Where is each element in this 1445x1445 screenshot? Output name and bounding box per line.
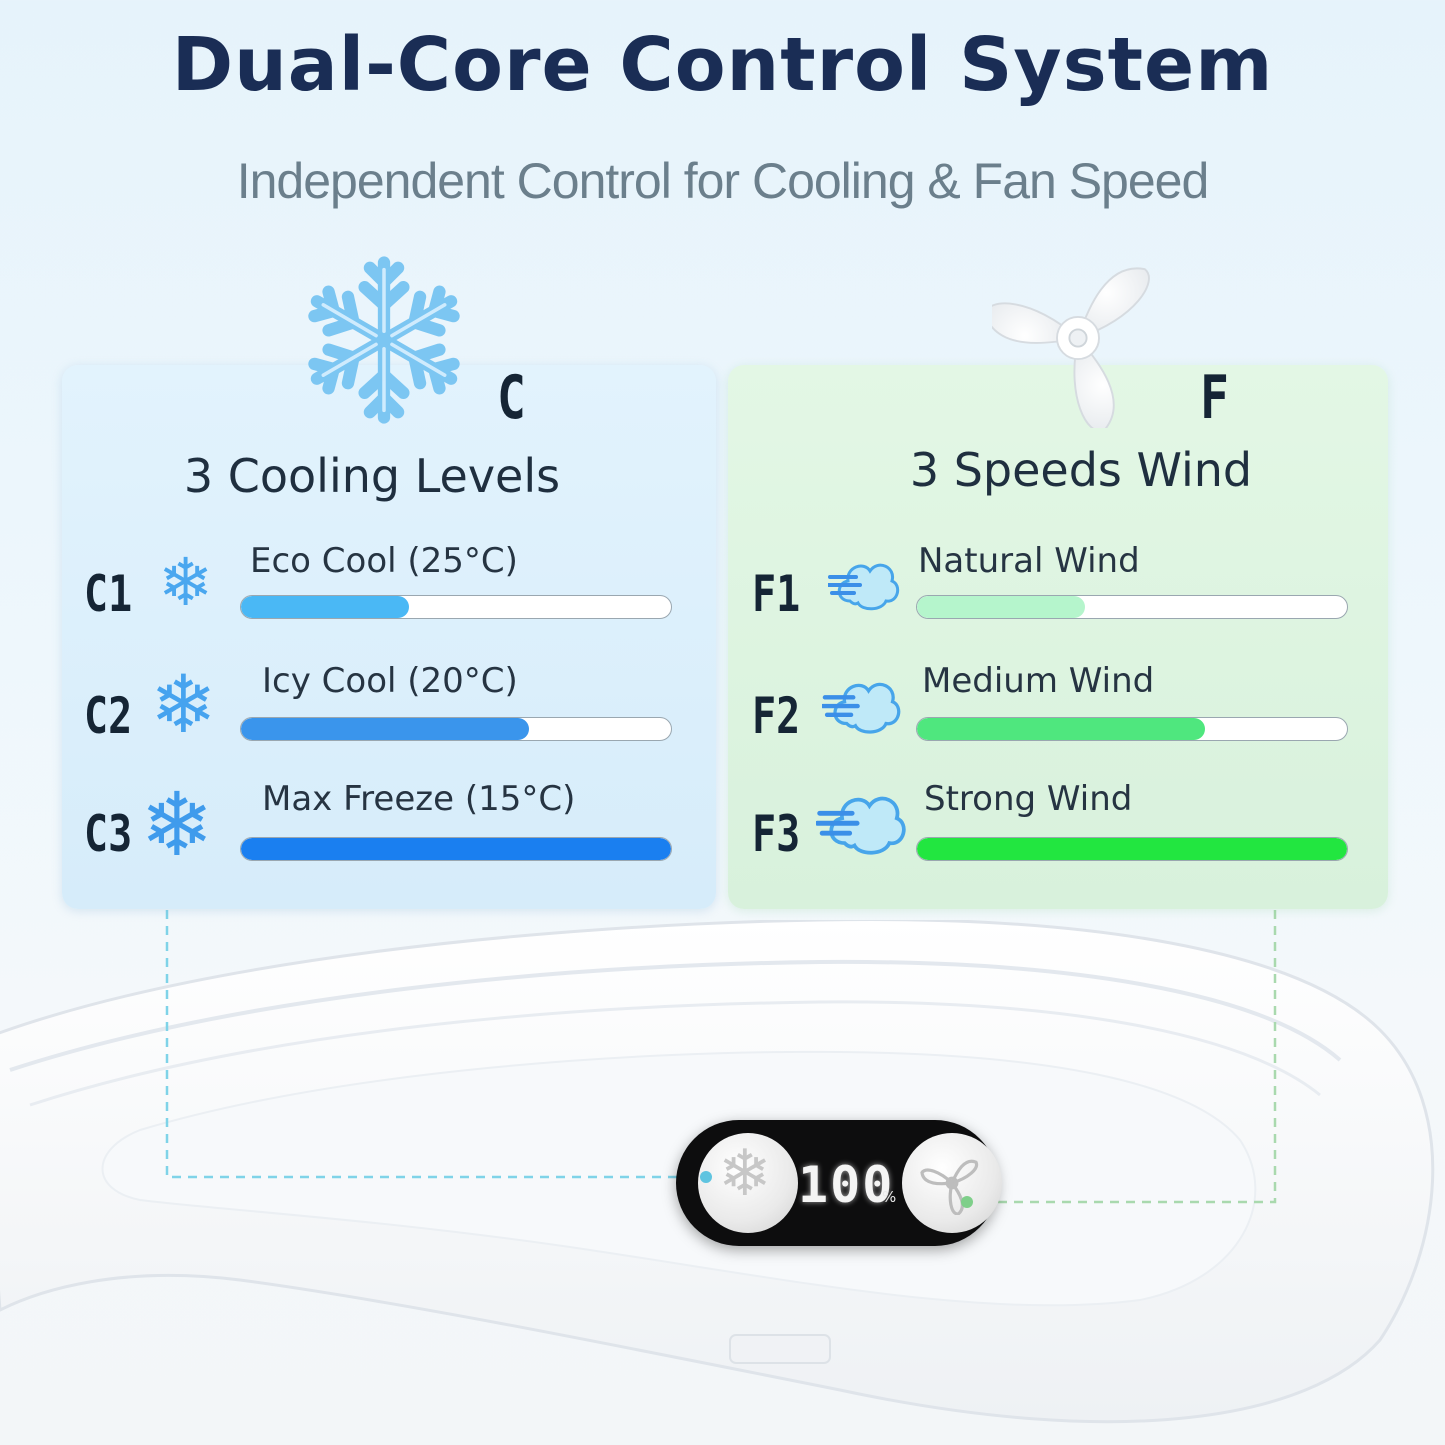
- wind-speeds-panel: F 3 Speeds Wind F1 Natural Wind F2 Mediu…: [728, 363, 1388, 909]
- cooling-level-row: C1 ❄ Eco Cool (25°C): [84, 541, 704, 623]
- cooling-panel-title: 3 Cooling Levels: [183, 449, 561, 503]
- cooling-levels-panel: C 3 Cooling Levels C1 ❄ Eco Cool (25°C) …: [62, 363, 716, 909]
- display-readout: 100: [798, 1156, 895, 1214]
- level-code: C3: [84, 805, 133, 863]
- wind-level-bar: [916, 837, 1348, 861]
- display-unit: %: [882, 1188, 897, 1206]
- cooling-level-bar: [240, 595, 672, 619]
- wind-connector-dot: [961, 1196, 973, 1208]
- cooling-level-row: C2 ❄ Icy Cool (20°C): [84, 661, 704, 745]
- wind-level-bar: [916, 717, 1348, 741]
- level-label: Medium Wind: [922, 661, 1155, 701]
- page-title: Dual-Core Control System: [171, 22, 1274, 108]
- wind-bar-fill: [917, 718, 1206, 740]
- cooling-connector-dot: [700, 1171, 712, 1183]
- cooling-bar-fill: [241, 596, 409, 618]
- wind-cloud-icon: [822, 682, 901, 734]
- level-label: Natural Wind: [918, 541, 1140, 581]
- control-panel: ❄ 100 %: [676, 1120, 1002, 1246]
- snowflake-icon: ❄: [140, 775, 214, 874]
- level-label: Strong Wind: [924, 779, 1133, 819]
- wind-bar-fill: [917, 838, 1347, 860]
- wind-cloud-icon: [816, 796, 906, 855]
- wind-level-row: F2 Medium Wind: [752, 661, 1372, 745]
- cooling-bar-fill: [241, 718, 530, 740]
- level-label: Eco Cool (25°C): [250, 541, 518, 581]
- level-code: F1: [752, 565, 801, 623]
- cooling-level-bar: [240, 837, 672, 861]
- snowflake-icon: ❄: [158, 545, 214, 619]
- wind-level-row: F3 Strong Wind: [752, 779, 1372, 863]
- fan-speed-button[interactable]: [902, 1133, 1002, 1233]
- cooling-bar-fill: [241, 838, 671, 860]
- level-code: C2: [84, 687, 133, 745]
- snowflake-icon: [296, 256, 472, 435]
- cooling-level-row: C3 ❄ Max Freeze (15°C): [84, 779, 704, 869]
- wind-panel-title: 3 Speeds Wind: [909, 443, 1253, 497]
- level-code: F3: [752, 805, 801, 863]
- snowflake-icon: ❄: [150, 660, 218, 749]
- level-code: C1: [84, 565, 133, 623]
- wind-badge: F: [1200, 363, 1229, 433]
- fan-icon: [920, 1159, 979, 1215]
- page-subtitle: Independent Control for Cooling & Fan Sp…: [236, 153, 1210, 209]
- level-label: Icy Cool (20°C): [262, 661, 518, 701]
- wind-cloud-icon: [828, 563, 900, 611]
- wind-level-bar: [916, 595, 1348, 619]
- cooling-level-bar: [240, 717, 672, 741]
- fan-icon: [992, 267, 1150, 428]
- level-label: Max Freeze (15°C): [262, 779, 576, 819]
- wind-bar-fill: [917, 596, 1085, 618]
- snowflake-icon: ❄: [718, 1137, 772, 1209]
- cooling-button[interactable]: ❄: [698, 1133, 798, 1233]
- level-code: F2: [752, 687, 801, 745]
- wind-level-row: F1 Natural Wind: [752, 541, 1372, 623]
- cooling-badge: C: [497, 363, 526, 433]
